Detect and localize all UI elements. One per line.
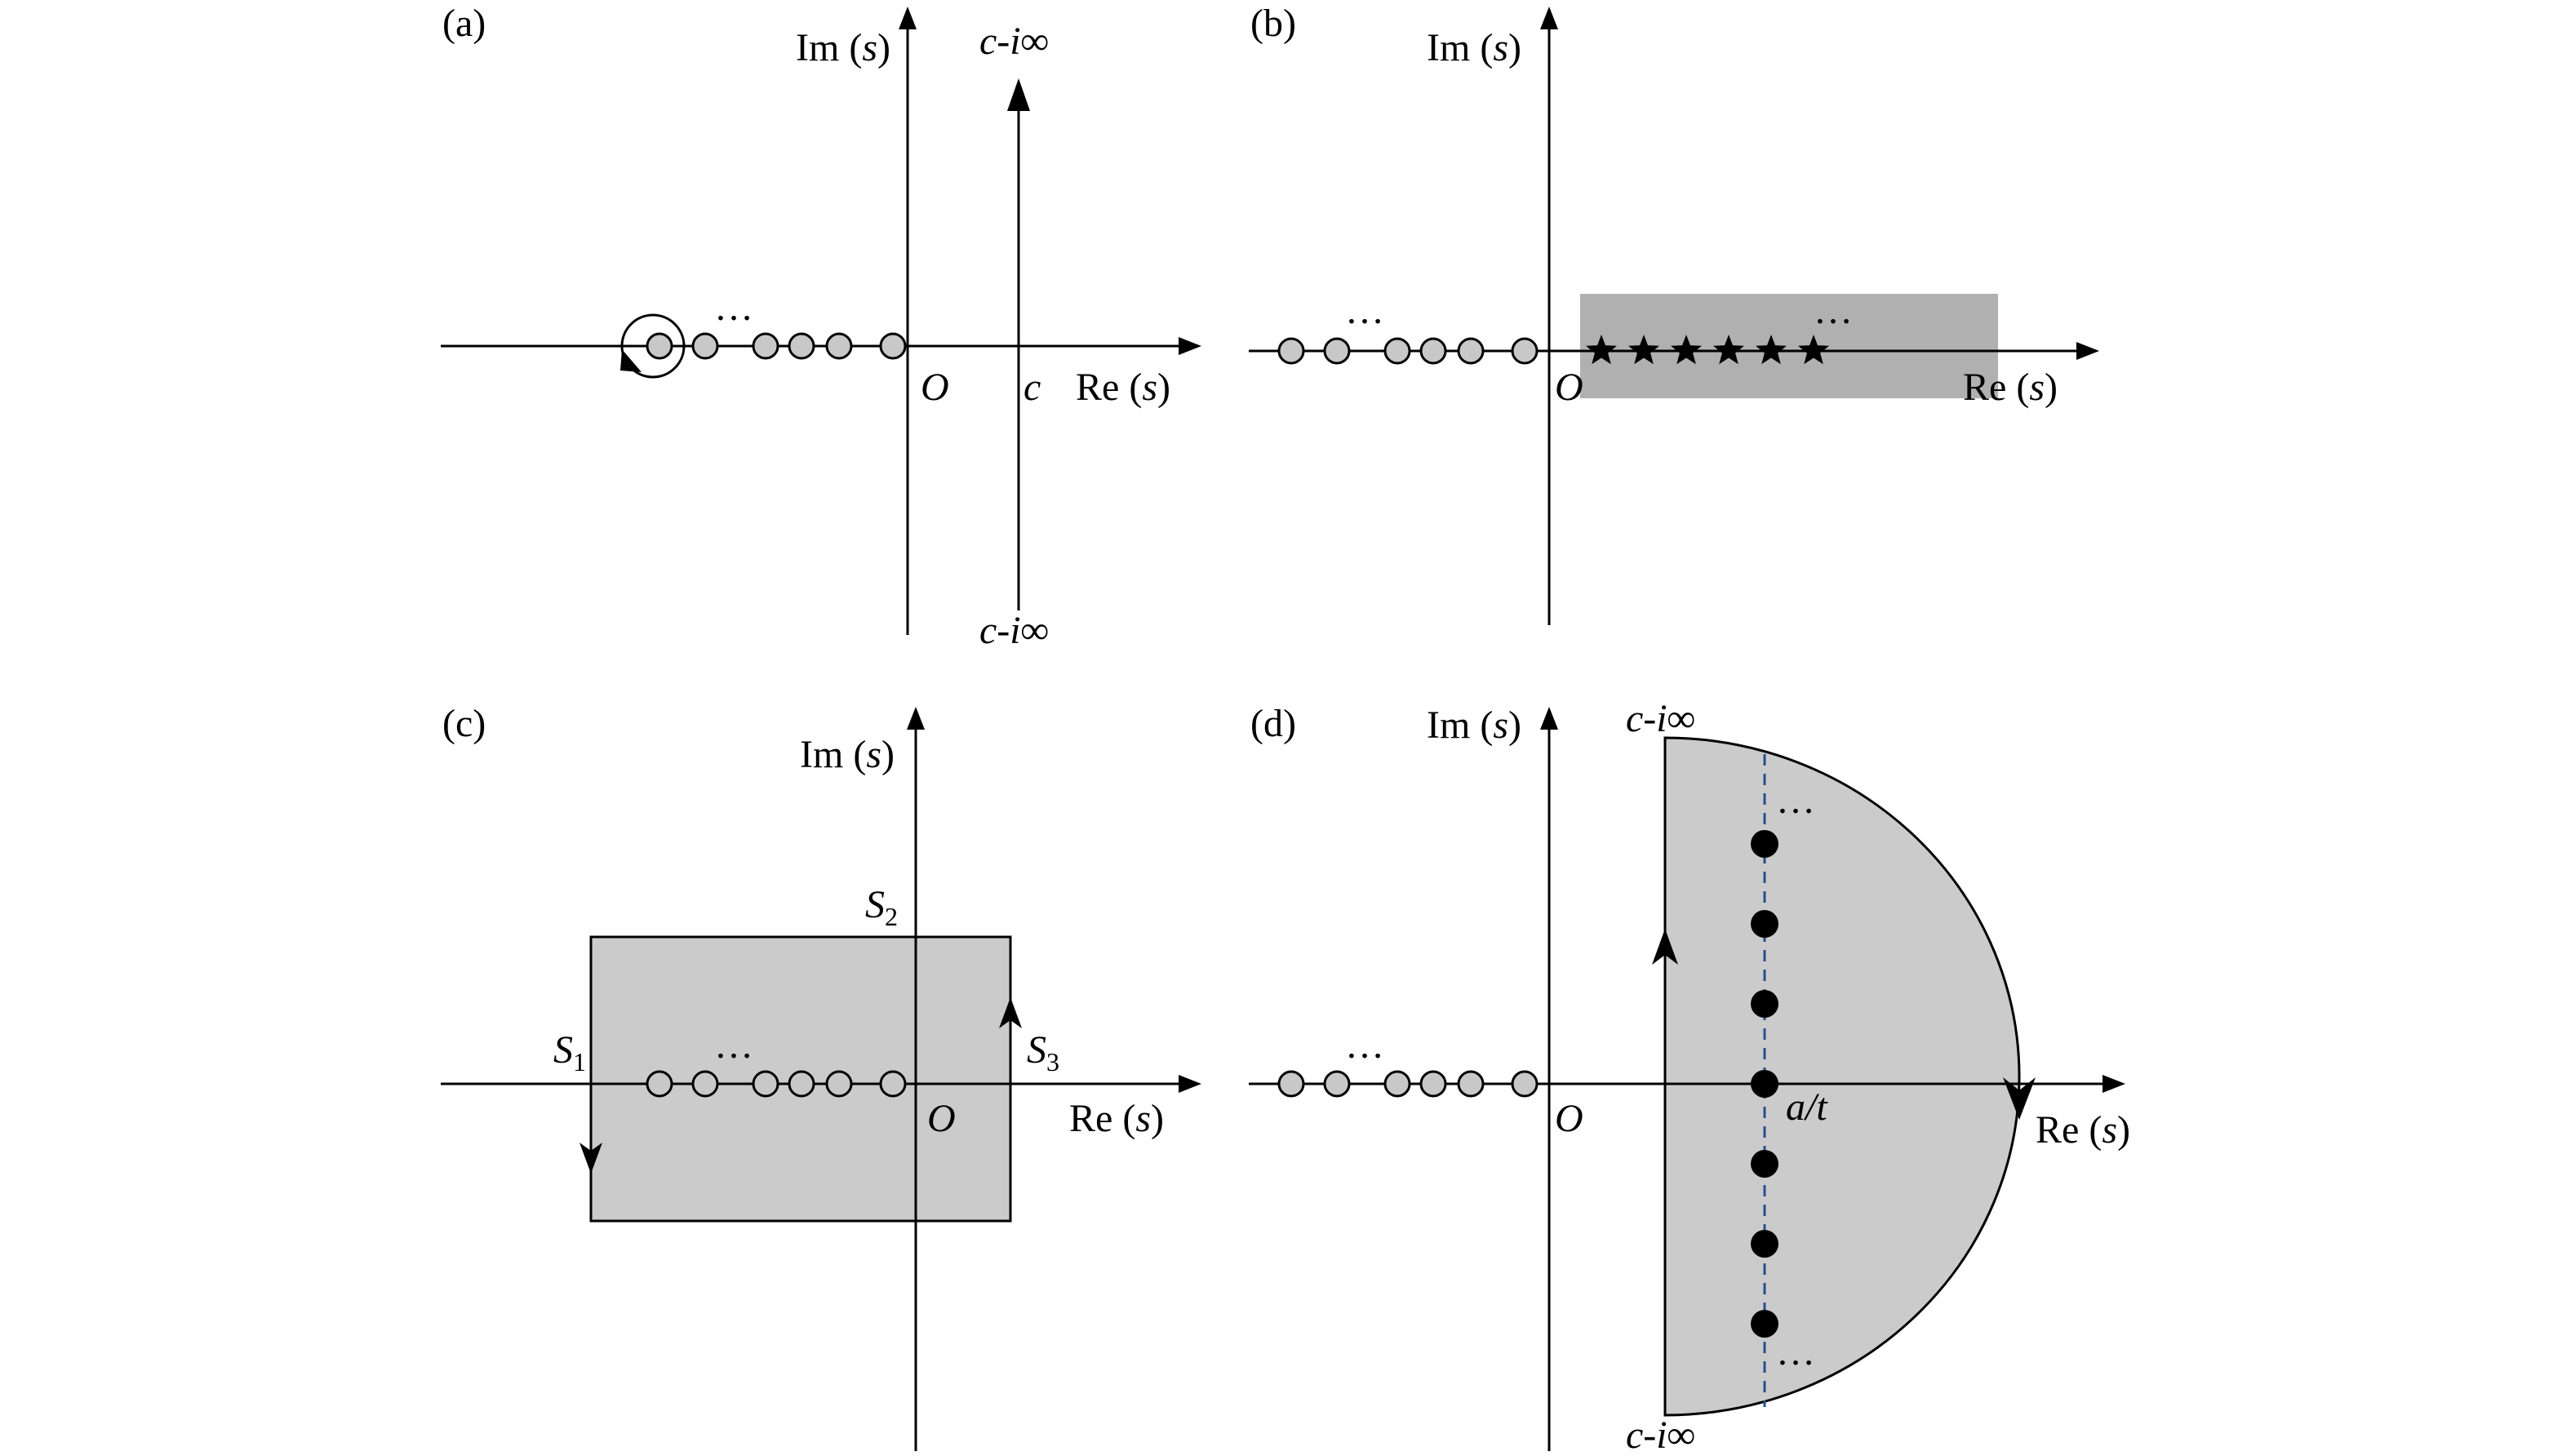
panel-d-ellipsis-top: … — [1776, 779, 1815, 822]
panel-d-filled-pole — [1751, 1070, 1778, 1098]
panel-a-ellipsis: … — [714, 286, 753, 329]
panel-a: (a) Im (s) Re (s) O c-i∞ c-i∞ c … — [441, 2, 1201, 652]
panel-b-star-marker — [1671, 335, 1702, 365]
panel-d-pole — [1457, 1070, 1485, 1098]
panel-a-tag: (a) — [442, 2, 486, 45]
panel-d-filled-pole — [1751, 910, 1778, 938]
panel-c-s3-label: S3 — [1027, 1028, 1059, 1076]
panel-b-real-label: Re (s) — [1963, 366, 2058, 409]
panel-b-pole — [1511, 337, 1539, 365]
panel-b-pole — [1323, 337, 1351, 365]
panel-a-real-axis-arrow — [1179, 337, 1201, 355]
panel-c-ellipsis: … — [714, 1023, 753, 1067]
panel-d-up-arrow — [1652, 929, 1678, 965]
panel-b-origin-label: O — [1555, 366, 1583, 409]
panel-d-filled-pole — [1751, 1310, 1778, 1338]
panel-d-filled-pole — [1751, 990, 1778, 1018]
panel-d-pole — [1419, 1070, 1447, 1098]
panel-a-contour-arrow — [1007, 78, 1030, 111]
panel-c-pole — [752, 1070, 779, 1098]
panel-a-pole-loop — [620, 313, 686, 379]
panel-c-down-arrow — [579, 1143, 602, 1174]
panel-d-pole-label: a/t — [1786, 1085, 1828, 1129]
panel-b-star-marker — [1586, 335, 1617, 365]
panel-b-ellipsis-left: … — [1345, 289, 1384, 332]
panel-c-s2-label: S2 — [865, 883, 898, 931]
panel-c-imag-axis-arrow — [907, 707, 925, 730]
panel-d-pole — [1277, 1070, 1305, 1098]
panel-a-contour-bottom-label: c-i∞ — [979, 609, 1049, 652]
panel-d-ellipsis-left: … — [1345, 1023, 1384, 1067]
panel-d: (d) Im (s) Re (s) O c-i∞ c-i∞ a/t … … … — [1249, 697, 2130, 1456]
panel-c-tag: (c) — [442, 702, 486, 745]
panel-a-pole — [788, 332, 815, 360]
panel-c-pole — [646, 1070, 673, 1098]
panel-d-pole — [1323, 1070, 1351, 1098]
panel-c-imag-label: Im (s) — [800, 733, 895, 776]
panel-b-pole — [1383, 337, 1411, 365]
panel-a-contour-top-label: c-i∞ — [979, 20, 1049, 63]
panel-d-ellipsis-bottom: … — [1776, 1330, 1815, 1374]
panel-b-tag: (b) — [1250, 2, 1296, 45]
panel-c-s1-label: S1 — [553, 1028, 586, 1076]
panel-a-real-label: Re (s) — [1076, 366, 1170, 409]
panel-a-imag-axis-arrow — [899, 7, 917, 29]
panel-d-pole — [1383, 1070, 1411, 1098]
panel-a-pole — [646, 332, 673, 360]
panel-a-pole — [879, 332, 907, 360]
panel-b-pole — [1277, 337, 1305, 365]
panel-b-star-marker — [1756, 335, 1787, 365]
panel-a-imag-label: Im (s) — [796, 26, 890, 69]
panel-c-up-arrow — [999, 997, 1022, 1028]
panel-b-star-marker — [1628, 335, 1659, 365]
panel-b-imag-label: Im (s) — [1427, 26, 1521, 69]
panel-a-pole — [752, 332, 779, 360]
panel-b-pole — [1457, 337, 1485, 365]
panel-c-pole — [879, 1070, 907, 1098]
panel-d-contour-bottom-label: c-i∞ — [1626, 1414, 1695, 1456]
panel-c: (c) Im (s) Re (s) O S1 S2 S3 … — [441, 702, 1201, 1451]
panel-d-origin-label: O — [1555, 1097, 1583, 1140]
panel-c-pole — [788, 1070, 815, 1098]
panel-d-contour-top-label: c-i∞ — [1626, 697, 1695, 740]
panel-a-loop-arrow — [620, 349, 642, 372]
panel-d-imag-axis-arrow — [1540, 707, 1558, 730]
panel-a-pole — [691, 332, 719, 360]
panel-d-down-arrow — [2003, 1077, 2036, 1120]
panel-d-filled-pole — [1751, 830, 1778, 858]
panel-d-real-axis-arrow — [2103, 1075, 2125, 1093]
panel-b-stars — [1586, 335, 1829, 365]
panel-d-filled-pole — [1751, 1230, 1778, 1258]
panel-b-imag-axis-arrow — [1540, 7, 1558, 29]
panel-a-pole — [825, 332, 853, 360]
panel-d-filled-pole — [1751, 1150, 1778, 1178]
panel-c-pole — [825, 1070, 853, 1098]
panel-d-tag: (d) — [1250, 702, 1296, 745]
panel-d-pole — [1511, 1070, 1539, 1098]
panel-c-real-axis-arrow — [1179, 1075, 1201, 1093]
panel-a-origin-label: O — [921, 366, 949, 409]
panel-c-origin-label: O — [927, 1097, 956, 1140]
panel-d-real-label: Re (s) — [2036, 1108, 2130, 1152]
panel-b-real-axis-arrow — [2076, 342, 2099, 360]
panel-b-star-marker — [1713, 335, 1744, 365]
panel-c-pole — [691, 1070, 719, 1098]
panel-b-star-marker — [1798, 335, 1829, 365]
panel-a-contour-x-label: c — [1024, 366, 1041, 409]
panel-b-ellipsis-right: … — [1814, 289, 1853, 332]
panel-b: (b) Im (s) Re (s) O … … — [1249, 2, 2099, 625]
panel-d-contour-semicircle — [1663, 736, 2021, 1417]
panel-d-imag-label: Im (s) — [1427, 704, 1521, 747]
panel-b-pole — [1419, 337, 1447, 365]
panel-c-real-label: Re (s) — [1069, 1097, 1164, 1140]
